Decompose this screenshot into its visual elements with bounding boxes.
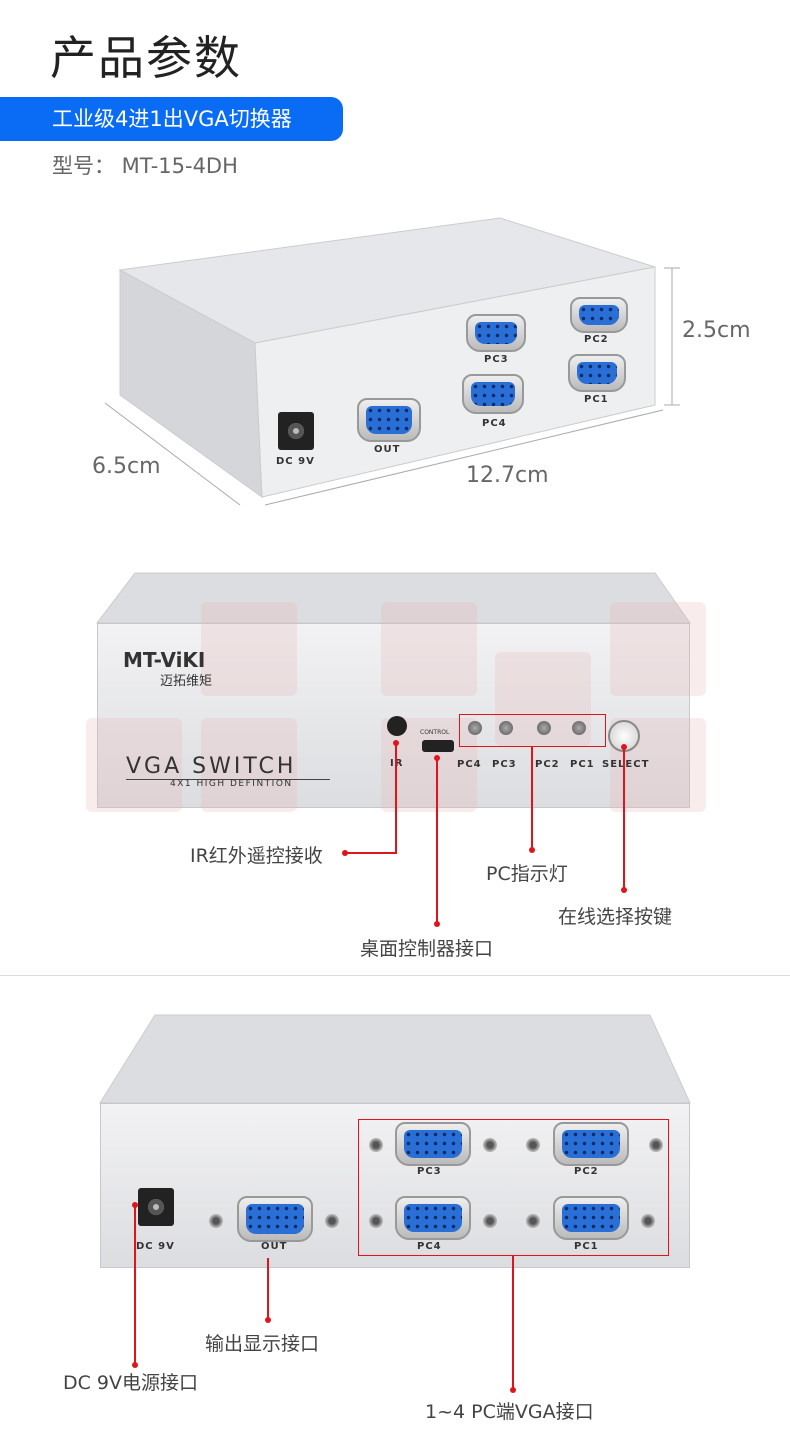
vga-pc2-port (570, 297, 628, 333)
pc2-label: PC2 (574, 1166, 599, 1177)
callout-line (512, 1255, 514, 1390)
callout-line (134, 1205, 136, 1365)
callout-dc: DC 9V电源接口 (63, 1372, 199, 1394)
callout-dot (132, 1362, 138, 1368)
control-label: CONTROL (420, 729, 450, 736)
led-pc3 (499, 721, 513, 735)
screw-icon (483, 1138, 497, 1152)
callout-line (395, 743, 397, 853)
led-label-pc4: PC4 (457, 759, 482, 770)
rear-panel: DC 9V OUT PC3 PC2 PC4 PC1 (100, 1103, 690, 1268)
callout-line (623, 747, 625, 890)
led-pc2 (537, 721, 551, 735)
pc3-label: PC3 (417, 1166, 442, 1177)
watermark-tile (381, 602, 477, 696)
pc3-label: PC3 (484, 354, 509, 365)
vga-out-port (237, 1196, 313, 1242)
dc-jack (138, 1188, 174, 1226)
led-pc4 (468, 721, 482, 735)
pc1-label: PC1 (574, 1241, 599, 1252)
product-isometric: DC 9V OUT PC3 PC2 PC4 PC1 2.5cm 6.5cm 12… (0, 200, 790, 520)
callout-dot (529, 847, 535, 853)
dc-label: DC 9V (136, 1241, 175, 1252)
callout-control: 桌面控制器接口 (360, 938, 494, 960)
screw-icon (369, 1214, 383, 1228)
dc-label: DC 9V (276, 456, 315, 467)
height-dimension: 2.5cm (682, 318, 751, 343)
front-panel: MT-ViKI 迈拓维矩 VGA SWITCH 4X1 HIGH DEFINTI… (86, 602, 706, 812)
callout-line (267, 1258, 269, 1320)
callout-line (436, 758, 438, 924)
ir-receiver (387, 716, 407, 736)
led-label-pc1: PC1 (570, 759, 595, 770)
callout-dot (510, 1387, 516, 1393)
callout-ir: IR红外遥控接收 (190, 845, 323, 867)
dc-jack (278, 412, 314, 450)
product-label: VGA SWITCH (126, 754, 330, 780)
out-label: OUT (261, 1241, 288, 1252)
callout-dot (342, 850, 348, 856)
product-sublabel: 4X1 HIGH DEFINTION (170, 779, 293, 789)
screw-icon (649, 1138, 663, 1152)
section-divider (0, 975, 790, 976)
callout-dot (434, 921, 440, 927)
screw-icon (369, 1138, 383, 1152)
screw-icon (209, 1214, 223, 1228)
vga-pc1-port (553, 1196, 629, 1240)
vga-pc4-port (462, 374, 524, 414)
rear-box-top (99, 1014, 691, 1104)
pc1-label: PC1 (584, 394, 609, 405)
callout-leds: PC指示灯 (486, 863, 568, 885)
brand-cn: 迈拓维矩 (160, 674, 213, 689)
callout-select: 在线选择按键 (558, 906, 673, 928)
brand-logo: MT-ViKI (123, 648, 206, 672)
vga-pc1-port (568, 354, 626, 392)
watermark-tile (86, 718, 182, 812)
watermark-tile (201, 602, 297, 696)
screw-icon (325, 1214, 339, 1228)
vga-pc2-port (553, 1122, 629, 1166)
micro-usb-port (422, 740, 454, 752)
led-label-pc3: PC3 (492, 759, 517, 770)
front-box-top (95, 572, 691, 624)
page-title: 产品参数 (50, 31, 242, 85)
callout-out: 输出显示接口 (205, 1333, 320, 1355)
callout-line (531, 746, 533, 850)
product-name-banner: 工业级4进1出VGA切换器 (0, 97, 343, 141)
vga-pc3-port (395, 1122, 471, 1166)
screw-icon (526, 1214, 540, 1228)
callout-dot (621, 887, 627, 893)
screw-icon (641, 1214, 655, 1228)
pc4-label: PC4 (482, 418, 507, 429)
screw-icon (483, 1214, 497, 1228)
vga-pc4-port (395, 1196, 471, 1240)
depth-dimension: 6.5cm (92, 454, 161, 479)
model-number: 型号： MT-15-4DH (52, 154, 238, 178)
select-label: SELECT (602, 759, 650, 770)
out-label: OUT (374, 444, 401, 455)
watermark-tile (201, 718, 297, 812)
vga-out-port (357, 398, 421, 442)
product-box-shape (104, 217, 680, 506)
led-label-pc2: PC2 (535, 759, 560, 770)
watermark-tile (610, 602, 706, 696)
led-pc1 (572, 721, 586, 735)
pc2-label: PC2 (584, 334, 609, 345)
screw-icon (526, 1138, 540, 1152)
callout-dot (265, 1317, 271, 1323)
callout-line (345, 852, 397, 854)
width-dimension: 12.7cm (466, 463, 549, 488)
pc4-label: PC4 (417, 1241, 442, 1252)
vga-pc3-port (466, 314, 526, 352)
callout-vga-inputs: 1~4 PC端VGA接口 (425, 1401, 594, 1423)
